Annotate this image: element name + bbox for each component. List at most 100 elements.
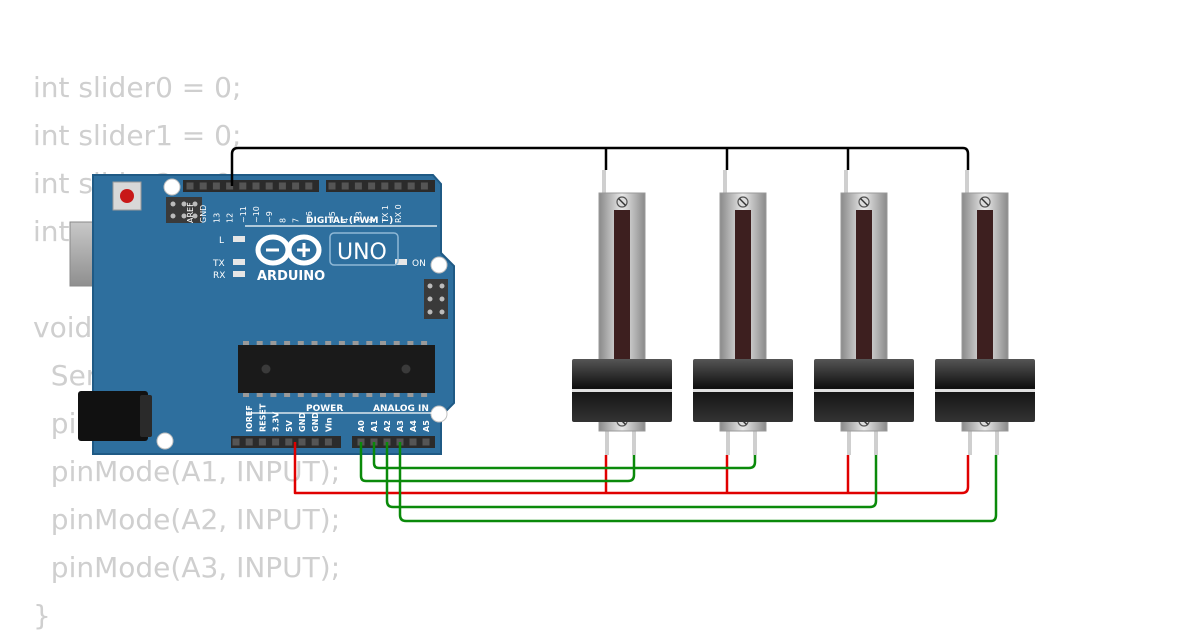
- power-pin-label: 5V: [285, 419, 294, 432]
- slide-potentiometer[interactable]: [814, 170, 914, 455]
- code-line: }: [33, 599, 51, 632]
- brand-label: ARDUINO: [257, 269, 325, 284]
- digital-pin-label: RX 0: [394, 204, 403, 223]
- pot-track: [977, 210, 993, 360]
- pot-lead: [874, 425, 878, 455]
- pin-socket: [305, 182, 313, 190]
- pin-socket: [272, 438, 280, 446]
- digital-pin-label: 4: [341, 218, 350, 223]
- pin-socket: [409, 438, 417, 446]
- pin-socket: [232, 438, 240, 446]
- pin-socket: [407, 182, 415, 190]
- pin-socket: [354, 182, 362, 190]
- pin-socket: [278, 182, 286, 190]
- pin-socket: [341, 182, 349, 190]
- mounting-hole: [430, 256, 448, 274]
- digital-pin-label: 13: [212, 213, 221, 223]
- pin-socket: [212, 182, 220, 190]
- led-rx-label: RX: [213, 271, 225, 281]
- model-badge: [329, 232, 399, 266]
- pin-socket: [258, 438, 266, 446]
- analog-pin-label: A4: [409, 420, 418, 432]
- digital-pin-label: 7: [292, 218, 301, 223]
- pin-socket: [226, 182, 234, 190]
- model-label: UNO: [337, 240, 387, 265]
- wire-a1: [372, 442, 757, 470]
- led-on: [395, 259, 407, 265]
- digital-pin-label: GND: [199, 205, 208, 223]
- digital-pin-label: ~3: [354, 211, 363, 223]
- pot-lead: [723, 170, 727, 194]
- pot-lead: [602, 170, 606, 194]
- wire-a2: [385, 442, 878, 509]
- led-on-label: ON: [412, 259, 426, 269]
- power-pin-label: Vin: [324, 417, 333, 432]
- slide-potentiometer[interactable]: [693, 170, 793, 455]
- bottom-pin-labels: IOREF RESET 3.3V 5V GND GND Vin A0 A1 A2 A3 A4 A5: [245, 403, 431, 432]
- wire-a3: [398, 442, 998, 523]
- pot-track: [614, 210, 630, 360]
- power-jack: [78, 391, 148, 441]
- slide-potentiometer[interactable]: [935, 170, 1035, 455]
- power-pin-label: GND: [311, 412, 320, 432]
- analog-pin-label: A0: [357, 420, 366, 432]
- analog-pin-label: A2: [383, 420, 392, 432]
- pin-socket: [252, 182, 260, 190]
- pin-socket: [285, 438, 293, 446]
- led-l-label: L: [219, 236, 224, 246]
- pin-socket: [298, 438, 306, 446]
- icsp-header: [166, 197, 202, 223]
- arduino-logo-icon: [255, 234, 322, 266]
- digital-pin-label: 12: [226, 213, 235, 223]
- power-pin-label: IOREF: [245, 405, 254, 432]
- pin-socket: [265, 182, 273, 190]
- pot-lead: [965, 170, 969, 194]
- led-l: [233, 236, 245, 242]
- pin-socket: [328, 182, 336, 190]
- digital-pin-label: TX 1: [381, 205, 390, 224]
- digital-pin-sockets: [186, 182, 428, 190]
- wire-5v: [293, 442, 970, 495]
- digital-pin-label: ~10: [252, 206, 261, 223]
- digital-pin-label: 2: [368, 218, 377, 223]
- digital-pin-label: ~6: [305, 211, 314, 223]
- digital-label: DIGITAL (PWM ~): [306, 216, 393, 226]
- led-tx: [233, 259, 245, 265]
- pot-lead: [847, 425, 851, 455]
- slide-potentiometer[interactable]: [572, 170, 672, 455]
- analog-pin-label: A5: [422, 420, 431, 432]
- analog-pin-label: A1: [370, 420, 379, 432]
- wire-gnd: [230, 146, 970, 186]
- digital-pin-label: ~9: [265, 211, 274, 223]
- pot-lead: [726, 425, 730, 455]
- pot-lead: [632, 425, 636, 455]
- pot-track: [735, 210, 751, 360]
- code-line: int slider1 = 0;: [33, 119, 242, 152]
- pin-socket: [186, 182, 194, 190]
- pot-lead: [995, 425, 999, 455]
- pin-socket: [420, 182, 428, 190]
- pin-socket: [199, 182, 207, 190]
- digital-pin-label: ~11: [239, 206, 248, 223]
- mounting-hole: [163, 178, 181, 196]
- power-pin-label: 3.3V: [272, 411, 281, 432]
- digital-pin-label: ~5: [328, 211, 337, 223]
- pot-lead: [844, 170, 848, 194]
- power-pin-label: RESET: [258, 403, 267, 432]
- pin-socket: [422, 438, 430, 446]
- analog-label: ANALOG IN: [373, 404, 429, 414]
- pin-socket: [292, 182, 300, 190]
- code-line: pinMode(A1, INPUT);: [33, 455, 341, 488]
- wires: [230, 146, 998, 523]
- power-label: POWER: [306, 404, 343, 414]
- slide-potentiometers: [572, 170, 1035, 455]
- analog-pin-label: A3: [396, 420, 405, 432]
- pot-lead: [968, 425, 972, 455]
- digital-pin-label: 8: [278, 218, 287, 223]
- power-pin-label: GND: [298, 412, 307, 432]
- pot-lead: [753, 425, 757, 455]
- pin-socket: [368, 182, 376, 190]
- code-line: int slider0 = 0;: [33, 71, 242, 104]
